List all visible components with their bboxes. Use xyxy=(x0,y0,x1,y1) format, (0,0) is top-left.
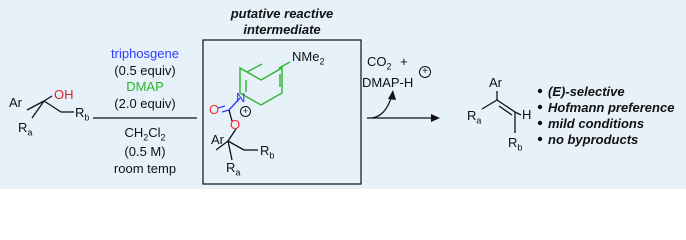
substrate-oh-label: OH xyxy=(54,87,74,102)
feature-item-mild: mild conditions xyxy=(548,116,645,131)
substrate-ra-label: Ra xyxy=(18,120,33,138)
substrate-structure xyxy=(26,95,74,119)
concentration-label: (0.5 M) xyxy=(124,144,166,160)
conditions-block: CH2Cl2 (0.5 M) room temp xyxy=(100,125,190,177)
product-h-label: H xyxy=(522,107,532,122)
intermediate-title-line2: intermediate xyxy=(243,21,321,37)
product-structure xyxy=(481,91,522,133)
intermediate-nme2-label: NMe2 xyxy=(292,49,325,67)
intermediate-carbonyl-o: O xyxy=(209,102,220,117)
dmaph-byproduct: DMAP-H xyxy=(362,75,414,90)
solvent-label: CH2Cl2 xyxy=(124,125,166,143)
substrate-rb-label: Rb xyxy=(75,105,90,123)
temperature-label: room temp xyxy=(113,160,177,176)
intermediate-n-label: N xyxy=(236,90,246,105)
dmap-label: DMAP xyxy=(126,79,164,95)
intermediate-box xyxy=(202,39,362,185)
byproduct-arrow xyxy=(367,90,440,122)
triphosgene-label: triphosgene xyxy=(111,46,179,61)
pyridinium-ring xyxy=(239,61,291,106)
feature-list: (E)-selective Hofmann preference mild co… xyxy=(548,84,674,148)
scheme-canvas: putative reactive intermediate Ar OH Ra … xyxy=(0,0,686,189)
co2-byproduct: CO2 + xyxy=(367,54,408,72)
intermediate-ra-label: Ra xyxy=(226,160,241,178)
reaction-scheme-graphics xyxy=(26,39,543,185)
intermediate-n-charge: + xyxy=(240,106,251,117)
product-ar-label: Ar xyxy=(489,75,502,90)
intermediate-ar-label: Ar xyxy=(211,132,224,147)
triphosgene-equiv: (0.5 equiv) xyxy=(114,62,176,78)
substrate-ar-label: Ar xyxy=(9,95,22,110)
product-ra-label: Ra xyxy=(467,108,482,126)
reagents-block: triphosgene (0.5 equiv) DMAP (2.0 equiv) xyxy=(100,46,190,113)
feature-item-e-selective: (E)-selective xyxy=(548,84,625,99)
carbamate-linkage xyxy=(215,97,258,161)
dmaph-charge: + xyxy=(419,66,431,78)
feature-item-no-byproducts: no byproducts xyxy=(548,132,639,147)
intermediate-title-line1: putative reactive xyxy=(230,6,334,21)
product-rb-label: Rb xyxy=(508,135,523,153)
feature-item-hofmann: Hofmann preference xyxy=(548,100,675,115)
intermediate-rb-label: Rb xyxy=(260,143,275,161)
feature-bullets xyxy=(537,88,543,142)
intermediate-title: putative reactive intermediate xyxy=(203,6,361,37)
intermediate-ester-o: O xyxy=(230,117,241,132)
dmap-equiv: (2.0 equiv) xyxy=(114,95,176,111)
